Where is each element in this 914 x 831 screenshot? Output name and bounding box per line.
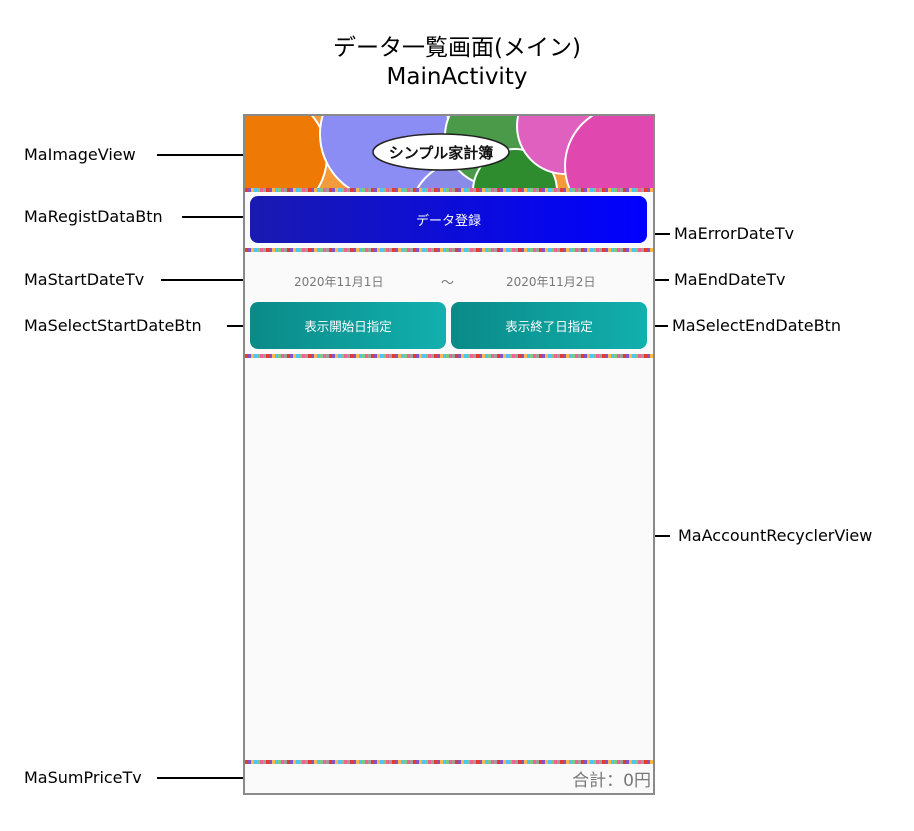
regist-data-button[interactable]: データ登録 [250, 196, 647, 243]
sum-price-text: 合計：0円 [572, 771, 651, 791]
label-select-start: MaSelectStartDateBtn [24, 316, 202, 335]
start-date-text: 2020年11月1日 [294, 275, 384, 289]
callout-line-start-date [161, 279, 289, 281]
label-regist-btn: MaRegistDataBtn [24, 207, 163, 226]
header-logo-text: シンプル家計簿 [388, 144, 494, 162]
label-start-date: MaStartDateTv [24, 270, 145, 289]
label-image-view: MaImageView [24, 145, 136, 164]
header-image: シンプル家計簿 [245, 116, 653, 188]
select-start-date-button[interactable]: 表示開始日指定 [250, 302, 446, 349]
account-recycler-view[interactable] [245, 360, 653, 760]
callout-line-sum-price [157, 777, 277, 779]
diagram-title-jp: データ一覧画面(メイン) [333, 35, 581, 61]
label-sum-price: MaSumPriceTv [24, 768, 142, 787]
divider-stripe [245, 188, 653, 192]
divider-stripe [245, 760, 653, 764]
date-range-tilde: 〜 [441, 276, 455, 291]
callout-line-regist-btn [182, 216, 256, 218]
select-end-date-button[interactable]: 表示終了日指定 [451, 302, 647, 349]
divider-stripe [245, 354, 653, 358]
callout-line-image-view [157, 154, 255, 156]
label-select-end: MaSelectEndDateBtn [672, 316, 842, 335]
label-error-date: MaErrorDateTv [674, 224, 795, 243]
header-bubbles [245, 116, 653, 188]
phone-screen: シンプル家計簿 データ登録 2020年11月1日 〜 2020年11月2日 表示… [243, 114, 655, 795]
divider-stripe [245, 248, 653, 252]
diagram-title-en: MainActivity [386, 64, 528, 90]
label-end-date: MaEndDateTv [674, 270, 786, 289]
label-recycler: MaAccountRecyclerView [678, 526, 873, 545]
end-date-text: 2020年11月2日 [506, 275, 596, 289]
